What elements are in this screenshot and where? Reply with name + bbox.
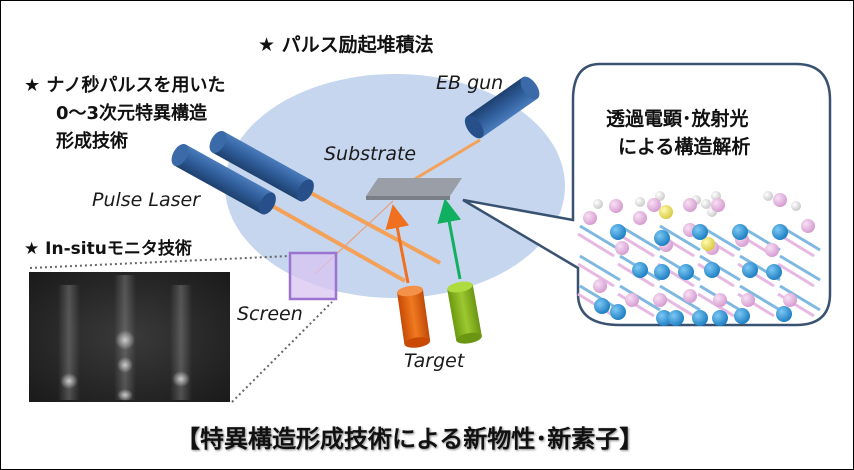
blue-atom [610, 224, 626, 240]
blue-atom [742, 262, 758, 278]
atom-bond [617, 232, 655, 258]
atom-bond [739, 284, 781, 312]
substrate-plate [366, 178, 462, 196]
atom-bond [659, 284, 701, 312]
pink-atom [801, 219, 815, 233]
label-pulse-laser: Pulse Laser [92, 189, 201, 211]
pink-atom [615, 241, 629, 255]
pink-atom [773, 193, 787, 207]
target-orange-cylinder [397, 285, 431, 348]
hydrogen-atom [635, 197, 645, 207]
rheed-image [29, 272, 230, 402]
label-substrate: Substrate [324, 143, 417, 165]
blue-atom [632, 262, 648, 278]
heading-insitu: ★ In-situモニタ技術 [24, 239, 192, 259]
pink-atom [711, 198, 725, 212]
atom-bond [779, 284, 821, 312]
atom-bond [619, 284, 661, 312]
blue-atom [704, 262, 720, 278]
pink-atom [713, 293, 727, 307]
heading-nanosecond-line1: ★ ナノ秒パルスを用いた [24, 75, 226, 96]
atom-bond [777, 262, 815, 288]
label-target: Target [404, 350, 465, 372]
hydrogen-atom [593, 199, 603, 209]
label-eb-gun: EB gun [436, 72, 504, 94]
caption: 【特異構造形成技術による新物性･新素子】 [176, 425, 644, 453]
hydrogen-atom [655, 191, 665, 201]
heading-pulse-deposition: ★ パルス励起堆積法 [258, 34, 434, 56]
substrate-edge [366, 196, 450, 200]
atom-bond [699, 254, 741, 282]
dotted-connector-bottom [231, 301, 333, 403]
blue-atom [772, 224, 788, 240]
pink-atom [583, 211, 597, 225]
blue-atom [692, 224, 708, 240]
laser-beam-1 [297, 184, 441, 265]
callout-bubble [462, 62, 832, 327]
atomic-structure [577, 191, 821, 326]
pink-atom [783, 293, 797, 307]
blue-atom [692, 310, 708, 326]
pink-atom [741, 293, 755, 307]
blue-atom [766, 264, 782, 280]
pink-atom [765, 243, 779, 257]
blue-atom [594, 298, 610, 314]
atom-bond [577, 262, 615, 288]
pulse-laser-cylinder-1 [209, 130, 314, 202]
heading-nanosecond-line2: 0〜3次元特異構造 [56, 103, 208, 124]
pink-atom [683, 289, 697, 303]
pink-atom [647, 198, 661, 212]
arrow-orange [385, 204, 410, 284]
atom-bond [579, 254, 621, 282]
atom-bond [579, 224, 621, 252]
laser-beam-2 [259, 197, 406, 283]
pink-atom [683, 198, 697, 212]
heading-nanosecond-line3: 形成技術 [56, 131, 128, 152]
blue-atom [732, 224, 748, 240]
yellow-atom [659, 205, 673, 219]
pink-atom [625, 293, 639, 307]
blue-atom [712, 310, 728, 326]
blue-atom [656, 310, 672, 326]
label-screen: Screen [237, 303, 303, 325]
screen-shape [288, 251, 338, 301]
yellow-atom [701, 237, 715, 251]
atom-bond [619, 224, 661, 252]
pulse-laser-cylinder-2 [171, 143, 276, 215]
blue-atom [776, 306, 792, 322]
blue-atom [668, 310, 684, 326]
hydrogen-atom [791, 201, 801, 211]
atom-bond [577, 232, 615, 258]
pink-atom [593, 279, 607, 293]
dotted-connector-top [29, 255, 291, 269]
pink-atom [609, 199, 623, 213]
blue-atom [654, 230, 670, 246]
atom-bond [779, 254, 821, 282]
eb-gun-cylinder [464, 76, 540, 139]
target-green-cylinder [447, 281, 482, 344]
hydrogen-atom [701, 199, 711, 209]
blue-atom [678, 264, 694, 280]
callout-title-line1: 透過電顕･放射光 [606, 108, 749, 130]
atom-bond [659, 224, 701, 252]
arrow-green [437, 198, 462, 280]
blue-atom [734, 308, 750, 324]
blue-atom [654, 264, 670, 280]
hydrogen-atom [763, 191, 773, 201]
blue-atom [610, 304, 626, 320]
pink-atom [653, 293, 667, 307]
callout-title-line2: による構造解析 [618, 136, 751, 158]
pink-atom [633, 211, 647, 225]
